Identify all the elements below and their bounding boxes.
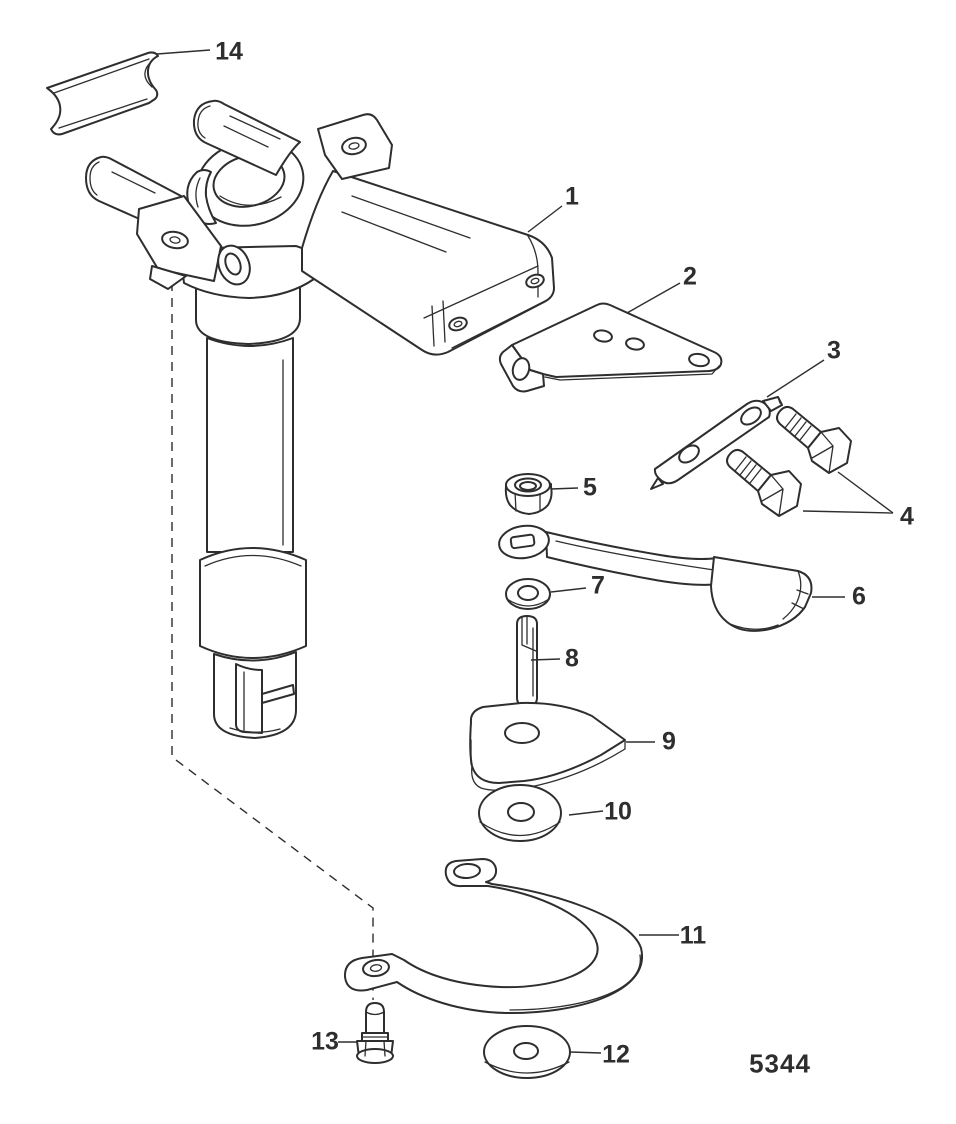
callout-label-8: 8 [565,644,579,673]
assembly-axis-dashed-line [171,282,374,1000]
leader-line-8 [530,658,561,661]
callout-label-1: 1 [565,182,579,211]
callout-label-12: 12 [602,1040,630,1069]
callout-label-4: 4 [900,502,914,531]
part-1-swivel-bracket-assembly [85,99,555,739]
part-3-link-plate [650,396,783,490]
part-9-cam-plate [469,701,626,791]
callout-label-5: 5 [583,473,597,502]
part-13-shoulder-screw [356,1002,394,1064]
leader-line-10 [568,810,604,816]
leader-line-12 [569,1051,602,1054]
leader-line-2 [626,282,681,314]
leader-line-14 [156,49,211,55]
callout-label-13: 13 [311,1027,339,1056]
leader-line-1 [527,205,563,233]
figure-number: 5344 [749,1048,811,1079]
leader-line-4 [837,471,894,514]
part-2-bracket-plate [498,302,723,393]
callout-label-11: 11 [679,921,707,950]
callout-label-7: 7 [591,571,605,600]
part-10-washer [478,784,562,842]
callout-label-14: 14 [215,37,243,66]
part-5-locknut [504,473,553,515]
part-11-quadrant-plate [343,858,644,1015]
part-12-washer [483,1025,571,1079]
part-7-washer [505,578,551,610]
leader-line-7 [550,587,587,593]
callout-label-9: 9 [662,727,676,756]
part-6-lever-handle [498,524,813,632]
callout-label-6: 6 [852,582,866,611]
leader-line-4 [802,510,894,514]
callout-label-2: 2 [683,262,697,291]
leader-line-3 [766,359,825,398]
callout-label-10: 10 [604,797,632,826]
leader-line-5 [550,487,579,490]
callout-label-3: 3 [827,336,841,365]
part-14-bushing-half [46,51,159,136]
